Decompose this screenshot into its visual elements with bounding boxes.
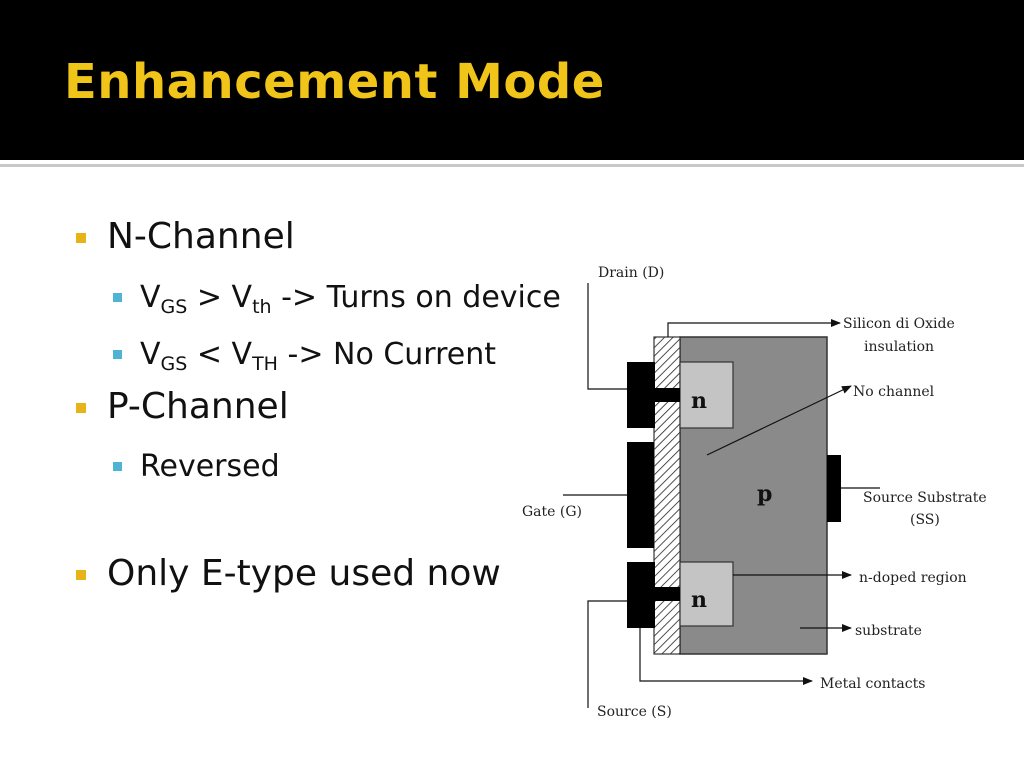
gate-label: Gate (G): [522, 504, 582, 520]
vgs-result: -> Turns on device: [271, 280, 561, 315]
no-channel-pointer: [706, 385, 852, 456]
no-channel-label: No channel: [853, 384, 935, 400]
vth-subscript: TH: [252, 353, 278, 375]
source-contact: [627, 562, 655, 628]
sub-bullet-marker-icon: [113, 350, 122, 359]
n-region-source: [679, 561, 734, 627]
vgs-result: -> No Current: [277, 337, 497, 372]
bullet-vgs-greater: VGS > Vth -> Turns on device: [140, 280, 561, 318]
metal-contacts-pointer: [639, 628, 813, 685]
substrate-label: substrate: [855, 623, 922, 639]
bullet-reversed: Reversed: [140, 449, 280, 484]
n-doped-label: n-doped region: [859, 570, 967, 586]
bullet-marker-icon: [76, 233, 86, 243]
oxide-pointer: [667, 319, 841, 337]
source-lead: [587, 600, 627, 708]
n-top-label: n: [691, 388, 707, 414]
vgs-v: V: [140, 280, 161, 315]
bullet-marker-icon: [76, 403, 86, 413]
p-region-label: p: [757, 481, 772, 507]
bullet-only-e-type: Only E-type used now: [107, 553, 501, 594]
title-bar: [0, 0, 1024, 160]
n-region-drain: [679, 361, 734, 429]
bullet-vgs-less: VGS < VTH -> No Current: [140, 337, 497, 375]
vgs-v: V: [140, 337, 161, 372]
drain-lead: [587, 283, 627, 390]
oxide-label-line1: Silicon di Oxide: [843, 316, 955, 332]
vgs-subscript: GS: [160, 296, 188, 318]
drain-contact: [627, 362, 655, 428]
slide-title: Enhancement Mode: [64, 54, 605, 110]
title-divider: [0, 164, 1024, 167]
source-label: Source (S): [597, 704, 672, 720]
substrate-contact: [827, 455, 841, 522]
drain-contact-bridge: [655, 388, 680, 402]
source-contact-bridge: [655, 587, 680, 601]
drain-label: Drain (D): [598, 265, 664, 281]
sub-bullet-marker-icon: [113, 462, 122, 471]
source-substrate-label-line1: Source Substrate: [863, 490, 987, 506]
gate-contact: [627, 442, 654, 548]
sub-bullet-marker-icon: [113, 293, 122, 302]
oxide-layer: [653, 336, 681, 655]
vgs-subscript: GS: [160, 353, 188, 375]
vth-subscript: th: [252, 296, 272, 318]
vth-operator: > V: [187, 280, 253, 315]
bullet-n-channel: N-Channel: [107, 216, 295, 257]
bullet-marker-icon: [76, 570, 86, 580]
metal-contacts-label: Metal contacts: [820, 676, 925, 692]
bullet-p-channel: P-Channel: [107, 386, 289, 427]
oxide-label-line2: insulation: [864, 339, 934, 355]
n-bottom-label: n: [691, 587, 707, 613]
source-substrate-label-line2: (SS): [910, 512, 940, 528]
vth-operator: < V: [187, 337, 253, 372]
